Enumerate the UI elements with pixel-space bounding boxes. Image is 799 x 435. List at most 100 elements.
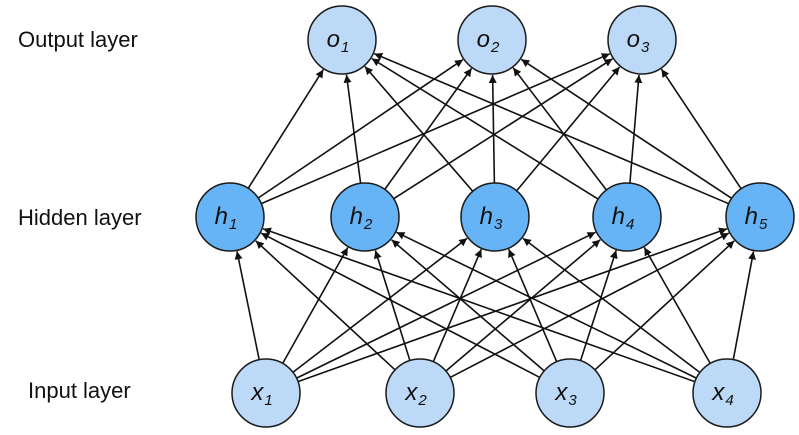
edge-h3-to-o2: [488, 74, 497, 184]
node-subscript: 1: [341, 39, 349, 56]
edge-x3-to-h4: [579, 250, 618, 361]
node-circle: [330, 182, 400, 252]
edge-x4-to-h2: [396, 231, 697, 379]
node-h1: h1: [195, 182, 265, 252]
node-label-x2: x2: [404, 379, 427, 409]
edge-x1-to-h2: [282, 247, 349, 364]
node-symbol: x: [711, 379, 725, 406]
edge-h3-to-o1: [364, 65, 474, 192]
output-layer-label: Output layer: [18, 27, 138, 52]
node-symbol: h: [350, 203, 363, 230]
edge-x4-to-h5: [732, 251, 756, 360]
edge-h4-to-o3: [629, 74, 643, 184]
edge-x2-to-h1: [255, 240, 396, 371]
node-x3: x3: [535, 358, 605, 428]
node-label-o2: o2: [477, 26, 500, 56]
node-subscript: 3: [641, 39, 650, 56]
edge-x4-to-h3: [522, 237, 701, 374]
node-symbol: o: [477, 26, 490, 53]
node-subscript: 3: [568, 392, 577, 409]
node-label-o1: o1: [327, 26, 350, 56]
node-symbol: x: [404, 379, 418, 406]
node-circle: [725, 182, 795, 252]
node-circle: [535, 358, 605, 428]
node-circle: [195, 182, 265, 252]
edge-x1-to-h5: [297, 227, 728, 383]
node-x2: x2: [385, 358, 455, 428]
edge-x2-to-h4: [445, 239, 601, 372]
edge-h5-to-o2: [520, 58, 733, 199]
node-symbol: h: [480, 203, 493, 230]
node-label-x4: x4: [711, 379, 733, 409]
node-x1: x1: [231, 358, 301, 428]
edge-h1-to-o3: [260, 53, 611, 205]
edge-h2-to-o1: [343, 74, 362, 184]
edge-h3-to-o3: [516, 66, 621, 192]
node-symbol: x: [250, 379, 264, 406]
node-subscript: 3: [494, 216, 503, 233]
node-h3: h3: [460, 182, 530, 252]
edge-h4-to-o2: [512, 67, 608, 191]
edge-h5-to-o1: [373, 52, 730, 205]
edge-x1-to-h1: [234, 251, 260, 360]
edge-x2-to-h2: [373, 250, 411, 361]
node-symbol: h: [215, 203, 228, 230]
node-subscript: 5: [759, 216, 768, 233]
node-symbol: h: [745, 203, 758, 230]
edge-h2-to-o2: [384, 67, 473, 190]
node-circle: [592, 182, 662, 252]
node-x4: x4: [692, 358, 762, 428]
node-circle: [231, 358, 301, 428]
node-circle: [692, 358, 762, 428]
node-circle: [307, 5, 377, 75]
node-subscript: 2: [417, 392, 427, 409]
edge-x1-to-h4: [296, 231, 596, 379]
node-symbol: o: [627, 26, 640, 53]
edge-x3-to-h1: [260, 232, 541, 379]
connection-edges: [234, 52, 756, 383]
node-subscript: 2: [363, 216, 373, 233]
edge-x4-to-h4: [643, 247, 711, 364]
node-label-x3: x3: [554, 379, 577, 409]
node-label-x1: x1: [250, 379, 272, 409]
edge-x2-to-h3: [432, 248, 483, 363]
hidden-layer-label: Hidden layer: [18, 205, 142, 230]
node-circle: [460, 182, 530, 252]
input-layer-label: Input layer: [28, 378, 131, 403]
node-subscript: 4: [725, 392, 733, 409]
node-label-o3: o3: [627, 26, 650, 56]
edge-x3-to-h3: [507, 248, 558, 363]
node-circle: [607, 5, 677, 75]
node-symbol: h: [612, 203, 625, 230]
node-label-h1: h1: [215, 203, 238, 233]
node-o3: o3: [607, 5, 677, 75]
edge-x3-to-h5: [594, 240, 735, 371]
node-label-h2: h2: [350, 203, 373, 233]
edge-x1-to-h3: [292, 237, 468, 373]
node-subscript: 1: [264, 392, 272, 409]
edge-h1-to-o1: [247, 69, 324, 189]
node-h4: h4: [592, 182, 662, 252]
edge-h1-to-o2: [257, 58, 464, 199]
node-h5: h5: [725, 182, 795, 252]
node-label-h3: h3: [480, 203, 503, 233]
edge-x3-to-h2: [391, 239, 545, 372]
node-o1: o1: [307, 5, 377, 75]
node-subscript: 4: [626, 216, 634, 233]
edge-h2-to-o3: [393, 58, 613, 200]
edge-h4-to-o1: [371, 57, 599, 200]
node-subscript: 2: [490, 39, 500, 56]
edge-x2-to-h5: [449, 232, 730, 379]
node-h2: h2: [330, 182, 400, 252]
node-label-h5: h5: [745, 203, 768, 233]
edge-h5-to-o3: [660, 68, 742, 190]
node-label-h4: h4: [612, 203, 635, 233]
node-symbol: o: [327, 26, 340, 53]
node-circle: [457, 5, 527, 75]
node-subscript: 1: [229, 216, 237, 233]
edge-x4-to-h1: [262, 227, 696, 383]
node-circle: [385, 358, 455, 428]
node-symbol: x: [554, 379, 568, 406]
